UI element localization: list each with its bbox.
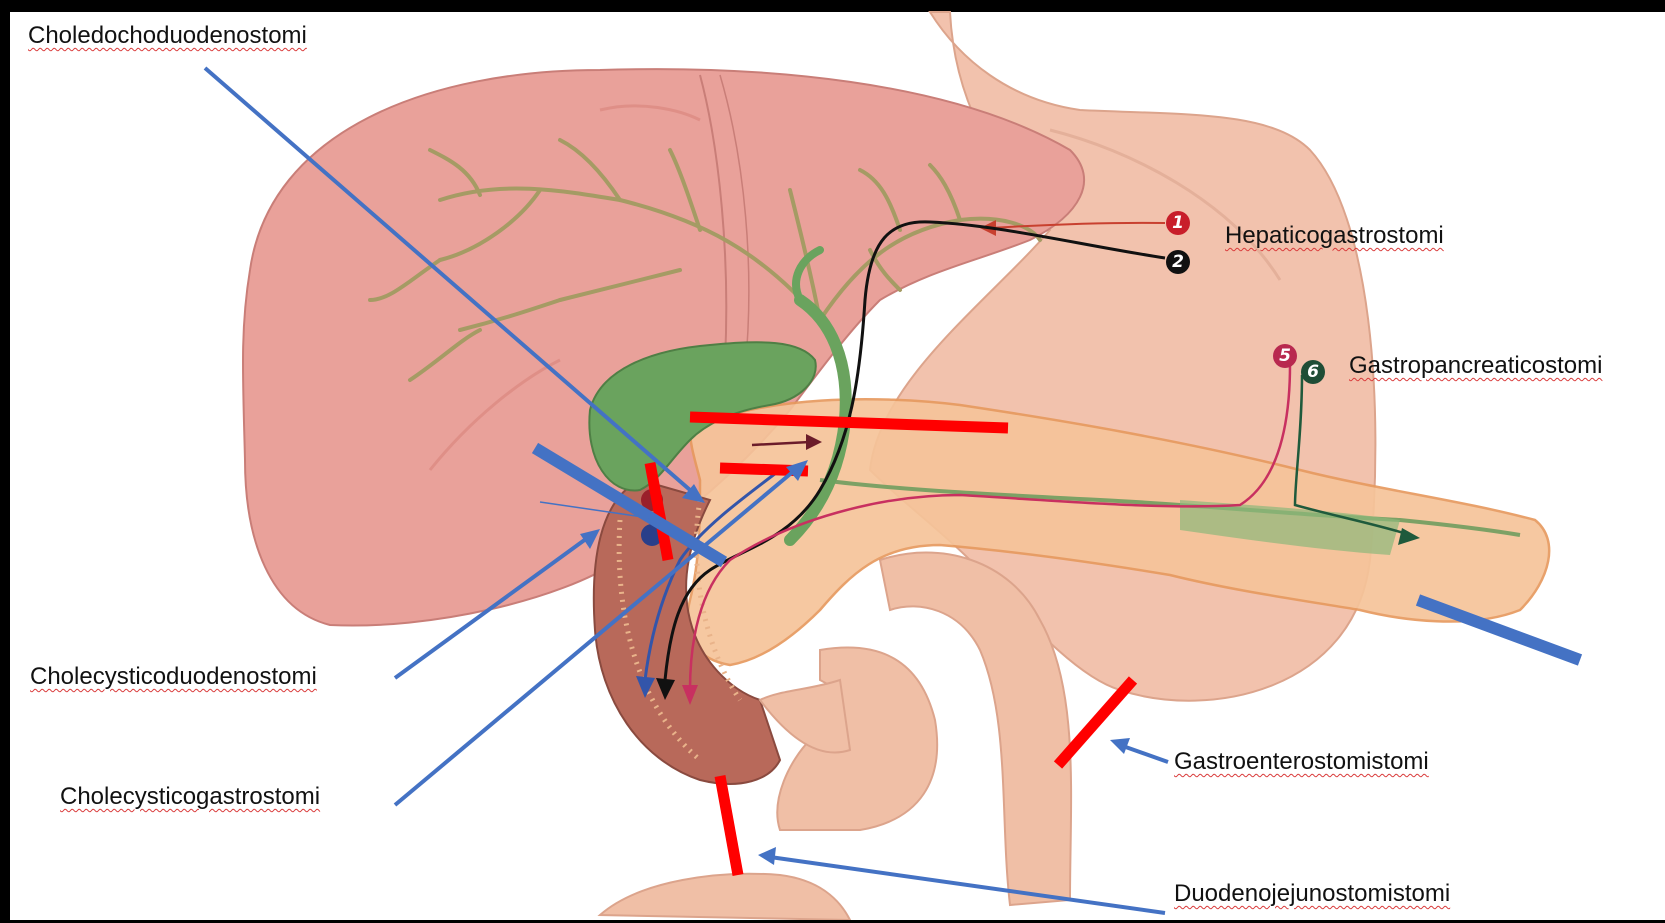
route-badge-2-number: 2 [1172,252,1184,272]
label-duodenojejunostomistomi: Duodenojejunostomistomi [1174,880,1450,908]
route-badge-6: 6 [1301,360,1325,384]
route-badge-5: 5 [1273,344,1297,368]
route-badge-6-number: 6 [1307,362,1319,382]
route-badge-1-number: 1 [1172,213,1184,233]
label-cholecysticoduodenostomi: Cholecysticoduodenostomi [30,663,317,691]
route-badge-1: 1 [1166,211,1190,235]
label-hepaticogastrostomi: Hepaticogastrostomi [1225,222,1444,250]
route-badge-5-number: 5 [1279,346,1291,366]
label-gastropancreaticostomi: Gastropancreaticostomi [1349,352,1602,380]
route-badge-2: 2 [1166,250,1190,274]
label-choledochoduodenostomi: Choledochoduodenostomi [28,22,307,50]
label-cholecysticogastrostomi: Cholecysticogastrostomi [60,783,320,811]
label-gastroenterostomistomi: Gastroenterostomistomi [1174,748,1429,776]
